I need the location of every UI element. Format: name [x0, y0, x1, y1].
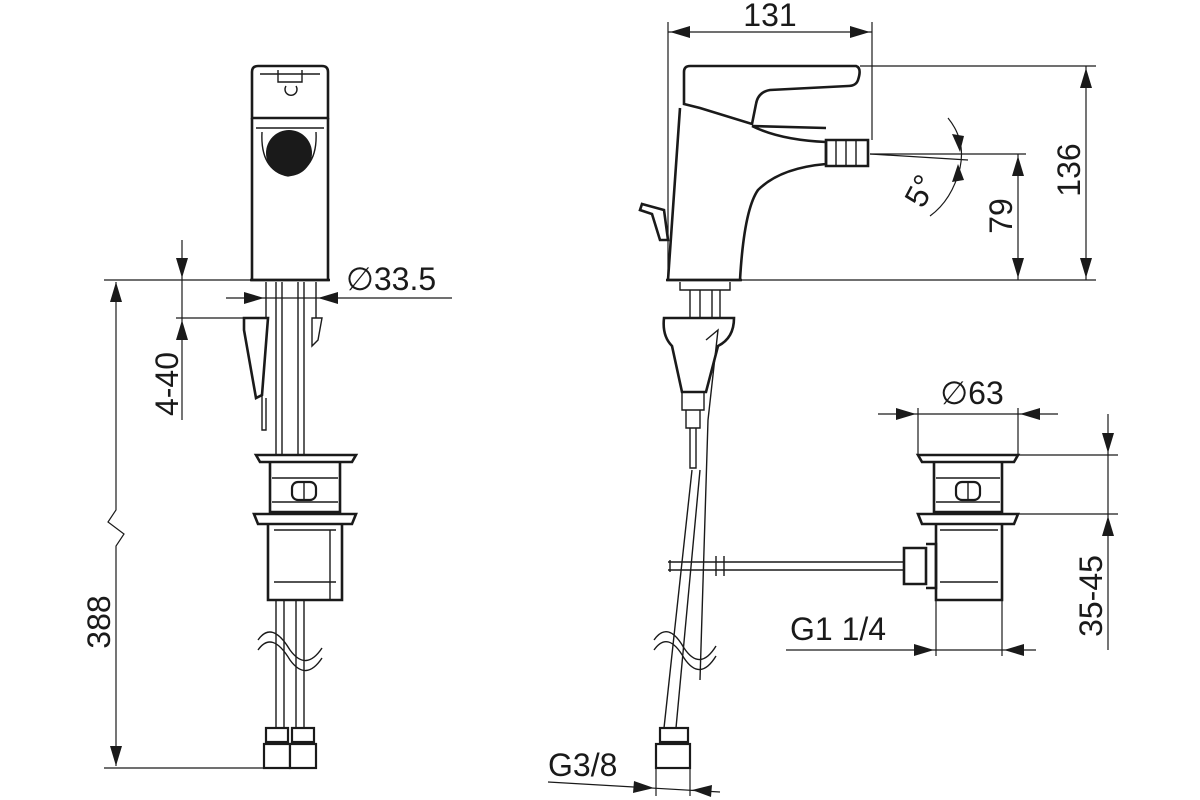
front-waste-flange [253, 453, 359, 464]
front-dimensions: 388 4-40 ∅33.5 [81, 240, 452, 769]
side-clamp-rod [681, 392, 705, 469]
front-waste-body [268, 462, 342, 514]
dim-136-label: 136 [1051, 143, 1087, 196]
dim-79-arrow-top [1012, 156, 1024, 176]
dim-388-label: 388 [81, 595, 117, 648]
front-clamp-left [242, 316, 270, 400]
dim-5deg-arrow-top [952, 134, 964, 152]
dim-388-line [107, 282, 125, 766]
front-lever [250, 64, 330, 120]
front-break-mark-1 [257, 631, 323, 662]
side-waste-rod-sleeve [926, 542, 938, 590]
side-clamp [662, 316, 736, 394]
dim-63-arrow-left [896, 408, 916, 420]
side-hose-nut [658, 726, 690, 744]
front-lever-detail [260, 70, 320, 96]
dim-388-arrow-bottom [110, 746, 122, 766]
side-view [638, 64, 1021, 770]
dim-131-arrow-right [850, 26, 870, 38]
front-hoses [275, 600, 305, 728]
dim-79-arrow-bottom [1012, 258, 1024, 278]
front-hose-nut-left [264, 726, 290, 744]
side-break-mark-2 [653, 641, 717, 671]
dim-5deg-label: 5° [897, 169, 943, 213]
front-body-detail [256, 127, 324, 177]
dim-136-arrow-top [1080, 68, 1092, 88]
dim-g114-arrow-right [1004, 644, 1024, 656]
side-dimensions: 131 136 79 5° ∅63 35-45 [547, 0, 1118, 797]
side-aerator-rings [835, 140, 857, 166]
side-waste-pipe-detail [940, 529, 998, 583]
dim-g114-label: G1 1/4 [790, 611, 886, 647]
dim-131-arrow-left [670, 26, 690, 38]
front-break-mark-2 [257, 641, 323, 672]
dim-63-label: ∅63 [940, 375, 1003, 411]
front-hose-fitting-right [288, 742, 318, 770]
dim-79-label: 79 [983, 198, 1019, 234]
front-waste-rings [272, 477, 338, 503]
front-stem [265, 282, 317, 455]
front-hose-nut-right [290, 726, 316, 744]
front-hose-fitting-left [262, 742, 292, 770]
dim-4-40-arrow-top [176, 258, 188, 278]
dim-5deg-line [869, 153, 969, 161]
side-waste-rings [936, 477, 1000, 503]
dim-g114-arrow-left [914, 644, 934, 656]
dim-35-45-arrow-bottom [1102, 516, 1114, 536]
front-cartridge-dark [266, 130, 312, 176]
dim-388-arrow-top [110, 282, 122, 302]
side-waste-flange [915, 453, 1021, 464]
dim-63-arrow-right [1020, 408, 1040, 420]
dim-5deg-arc [929, 117, 963, 217]
side-aerator [824, 138, 870, 168]
side-body [666, 107, 828, 282]
front-clamp-rod [261, 395, 267, 431]
dim-5deg-arrow-bottom [952, 164, 964, 182]
dim-136-arrow-bottom [1080, 258, 1092, 278]
front-view [242, 64, 359, 770]
dim-35-45-label: 35-45 [1073, 555, 1109, 637]
dim-4-40-arrow-bottom [176, 320, 188, 340]
dim-35-45-arrow-top [1102, 433, 1114, 453]
side-waste-body [932, 462, 1004, 514]
front-waste-pipe [266, 524, 344, 602]
side-hose [663, 328, 719, 729]
side-lever [682, 64, 861, 126]
dim-g38-arrow-right [692, 785, 712, 797]
side-waste-rod-nut [902, 546, 928, 586]
side-stem [679, 282, 731, 318]
dim-4-40-label: 4-40 [149, 352, 185, 416]
dim-33-5-label: ∅33.5 [346, 261, 436, 297]
side-break-mark-1 [653, 631, 717, 661]
dim-g38-arrow-left [633, 781, 654, 793]
dim-33-5-arrow-right [318, 292, 338, 304]
dim-g38-label: G3/8 [548, 747, 617, 783]
side-hose-fitting [654, 742, 692, 770]
front-waste-nut [252, 512, 358, 526]
side-waste-pipe [934, 524, 1004, 602]
side-popup-rod [668, 561, 904, 571]
dim-131-label: 131 [743, 0, 796, 33]
side-waste-nut [916, 512, 1020, 526]
front-clamp-right [311, 317, 323, 348]
front-waste-pipe-detail [274, 529, 336, 600]
dim-33-5-arrow-left [244, 292, 264, 304]
side-popup-rod-clamp [669, 556, 725, 576]
side-body-top [751, 124, 827, 130]
side-popup-knob [638, 202, 670, 242]
